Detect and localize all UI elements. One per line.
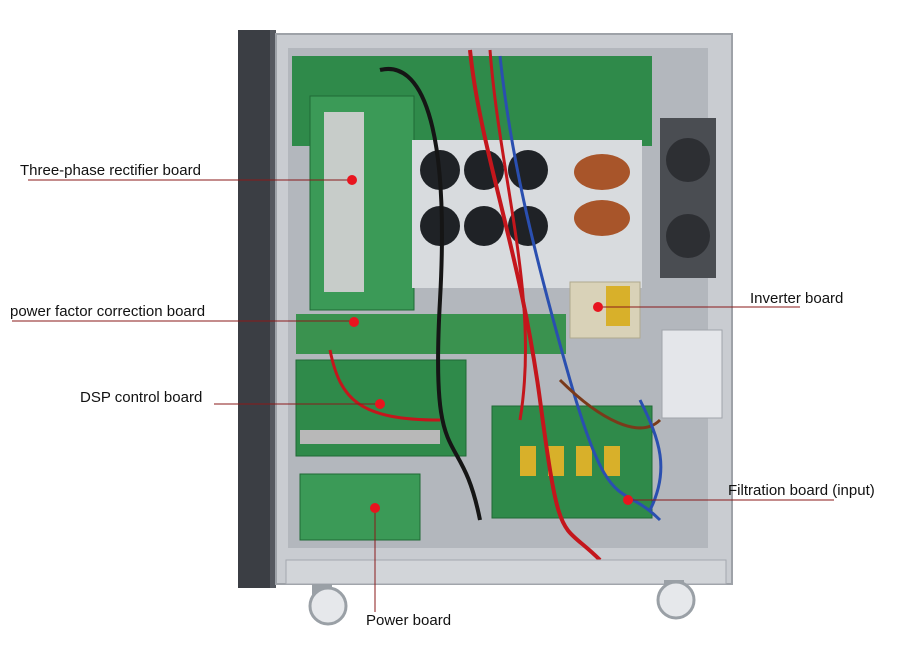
- inductor-coil: [574, 200, 630, 236]
- breaker-block: [661, 329, 723, 419]
- leader-lines: [12, 179, 834, 612]
- capacitor: [464, 206, 504, 246]
- power-pcb: [299, 473, 421, 541]
- filter-capacitor: [548, 446, 564, 476]
- cabinet-base: [285, 559, 727, 585]
- marker-rectifier: [347, 175, 357, 185]
- blue-wire: [638, 399, 663, 511]
- red-wire: [488, 49, 528, 421]
- label-pfc-board: power factor correction board: [10, 303, 206, 320]
- cabinet-side-panel: [238, 30, 274, 588]
- red-wire: [468, 49, 602, 562]
- filter-capacitor: [604, 446, 620, 476]
- rectifier-heatsink: [324, 112, 364, 292]
- caster-wheel: [656, 580, 696, 620]
- label-inverter-board: Inverter board: [750, 290, 844, 307]
- marker-dsp: [375, 399, 385, 409]
- cabinet-side-edge: [270, 30, 276, 588]
- black-wire: [379, 66, 482, 521]
- fan-icon: [666, 214, 710, 258]
- marker-power: [370, 503, 380, 513]
- label-power-board: Power board: [366, 612, 452, 629]
- marker-filtration: [623, 495, 633, 505]
- fan-icon: [666, 138, 710, 182]
- filter-capacitor: [576, 446, 592, 476]
- label-filtration-board: Filtration board (input): [728, 482, 875, 499]
- marker-pfc: [349, 317, 359, 327]
- filter-capacitor: [520, 446, 536, 476]
- markers: [347, 175, 633, 513]
- caster-wheel: [308, 586, 348, 626]
- ribbon-cable: [300, 430, 440, 444]
- inverter-capacitor: [606, 286, 630, 326]
- label-rectifier-board: Three-phase rectifier board: [20, 162, 201, 179]
- label-dsp-board: DSP control board: [80, 389, 203, 406]
- capacitor: [464, 150, 504, 190]
- marker-inverter: [593, 302, 603, 312]
- inductor-coil: [574, 154, 630, 190]
